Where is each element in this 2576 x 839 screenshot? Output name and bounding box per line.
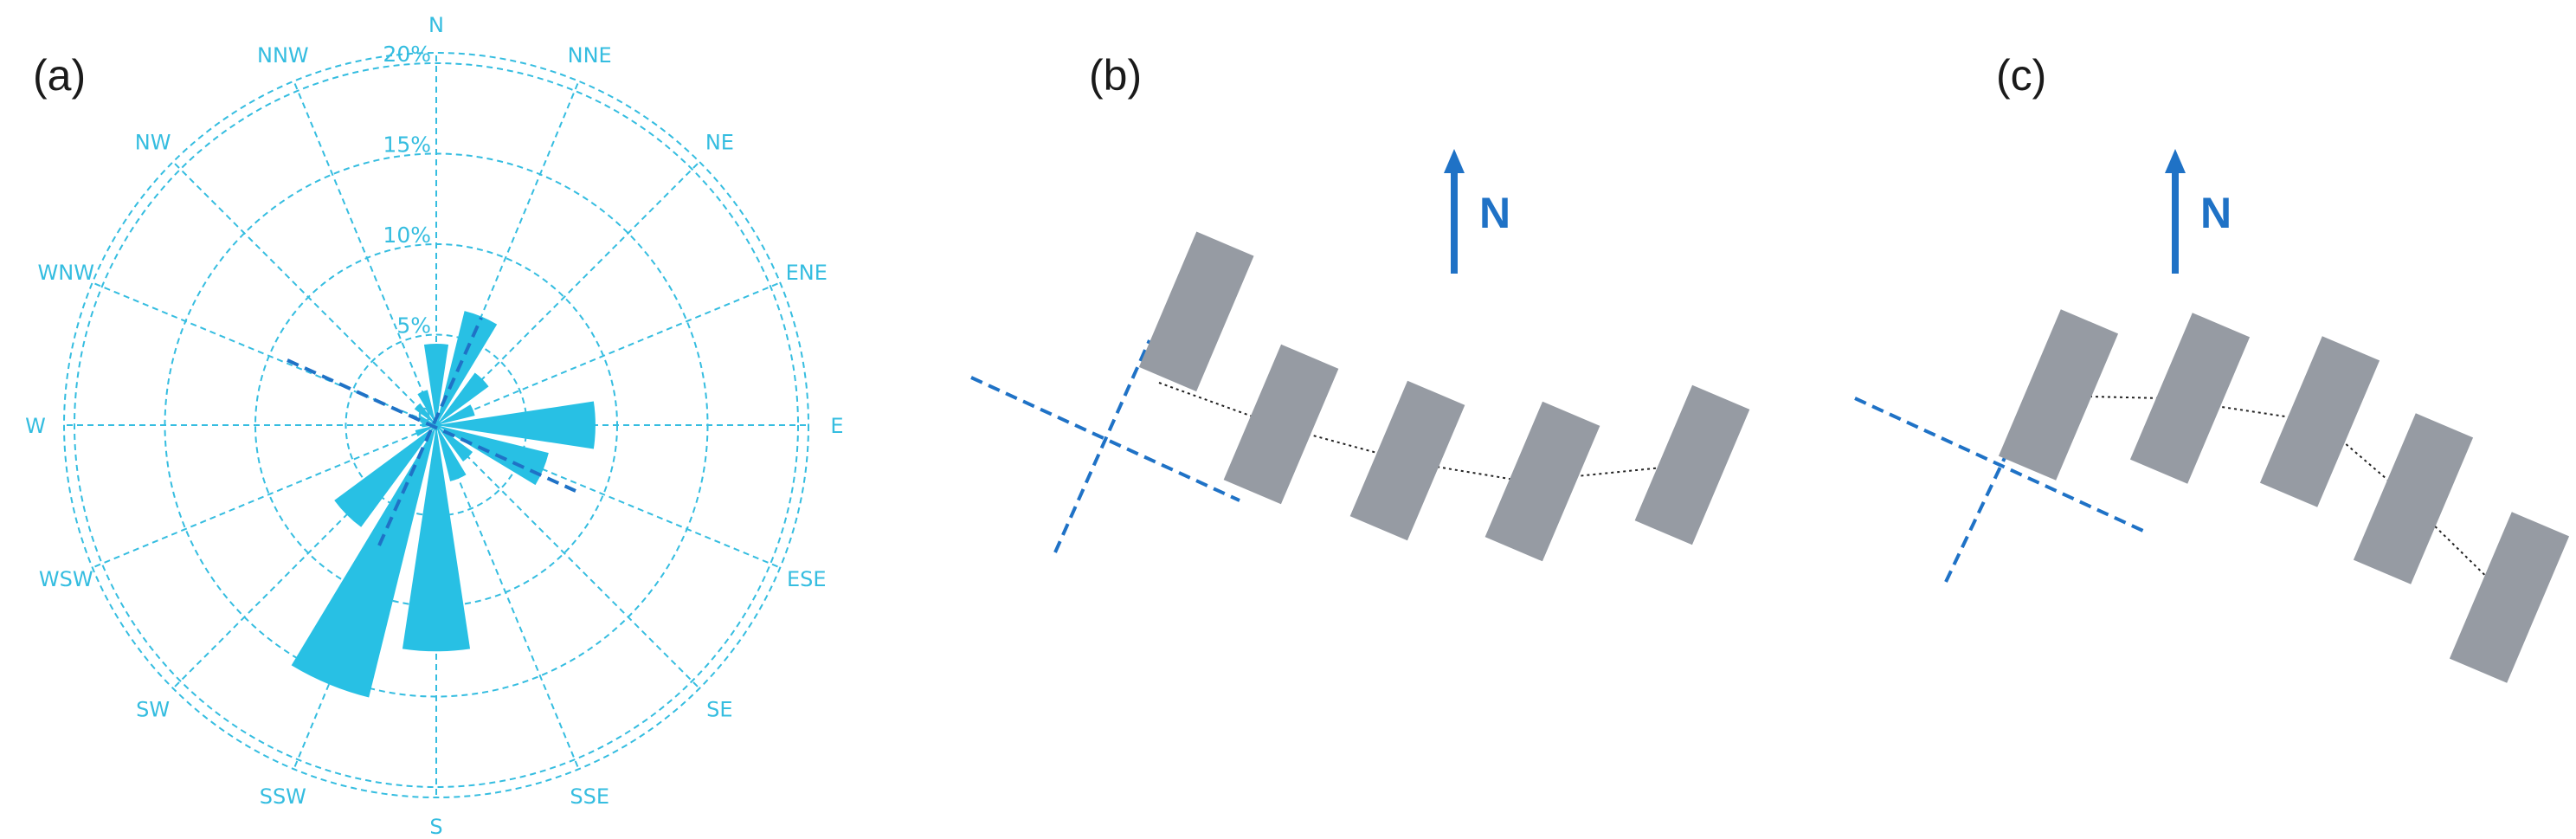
- panel-a-label: (a): [33, 51, 86, 100]
- grid-ring: [74, 62, 799, 788]
- direction-label-se: SE: [706, 697, 732, 721]
- building: [1484, 401, 1600, 562]
- direction-label-s: S: [429, 815, 442, 839]
- petal-wsw: [415, 425, 436, 436]
- buildings-b: [1138, 231, 1750, 562]
- petal-wnw: [418, 416, 436, 425]
- direction-label-ssw: SSW: [260, 784, 306, 809]
- radial-tick-label: 5%: [396, 313, 431, 339]
- wind-rose: NNNENEENEEESESESSESSSWSWWSWWWNWNWNNW05%1…: [25, 13, 843, 839]
- direction-label-wnw: WNW: [38, 261, 94, 285]
- building: [2259, 336, 2380, 507]
- grid-spoke: [435, 424, 700, 689]
- building: [1998, 309, 2119, 481]
- petal-sw: [334, 425, 436, 527]
- direction-label-w: W: [25, 414, 46, 438]
- building: [1634, 384, 1750, 545]
- axis-lines-c: [1854, 358, 2146, 583]
- building: [2449, 512, 2570, 683]
- petal-nne: [436, 311, 498, 425]
- building: [1138, 231, 1254, 392]
- grid-ring-outer: [63, 52, 809, 798]
- petal-ssw: [291, 425, 436, 698]
- radial-tick-label: 10%: [383, 223, 431, 248]
- radial-tick-label: 15%: [383, 132, 431, 158]
- direction-label-nne: NNE: [568, 43, 612, 68]
- petal-n: [423, 343, 449, 425]
- petal-ene: [436, 404, 475, 425]
- petal-s: [402, 425, 471, 652]
- north-label-b: N: [1479, 189, 1510, 237]
- direction-label-sw: SW: [136, 697, 170, 721]
- north-label-c: N: [2200, 189, 2231, 237]
- petal-nnw: [417, 390, 436, 425]
- direction-label-nnw: NNW: [257, 43, 309, 68]
- direction-label-ese: ESE: [787, 567, 827, 591]
- panel-c-label: (c): [1996, 51, 2046, 100]
- direction-label-ne: NE: [705, 131, 734, 155]
- north-arrow-b: N: [1444, 149, 1510, 274]
- grid-spoke: [435, 281, 781, 426]
- petal-e: [436, 401, 596, 449]
- panel-b-label: (b): [1089, 51, 1142, 100]
- building: [1223, 344, 1339, 505]
- direction-label-nw: NW: [135, 131, 171, 155]
- direction-label-ene: ENE: [786, 261, 828, 285]
- building: [2129, 313, 2251, 484]
- direction-label-wsw: WSW: [39, 567, 93, 591]
- petal-se: [436, 425, 473, 462]
- orientation-line-2: [377, 317, 483, 546]
- buildings-c: [1998, 309, 2570, 683]
- grid-spoke: [172, 161, 437, 426]
- direction-label-e: E: [830, 414, 843, 438]
- petal-ne: [436, 372, 489, 425]
- radial-tick-label: 20%: [383, 42, 431, 67]
- north-arrow-c: N: [2165, 149, 2231, 274]
- building: [1349, 380, 1465, 541]
- building: [2353, 413, 2474, 584]
- petal-nw: [414, 403, 436, 425]
- direction-label-n: N: [428, 13, 444, 37]
- orientation-line-1: [287, 358, 576, 493]
- axis-lines-b: [970, 339, 1240, 553]
- petal-sse: [436, 425, 467, 481]
- direction-label-sse: SSE: [570, 784, 609, 809]
